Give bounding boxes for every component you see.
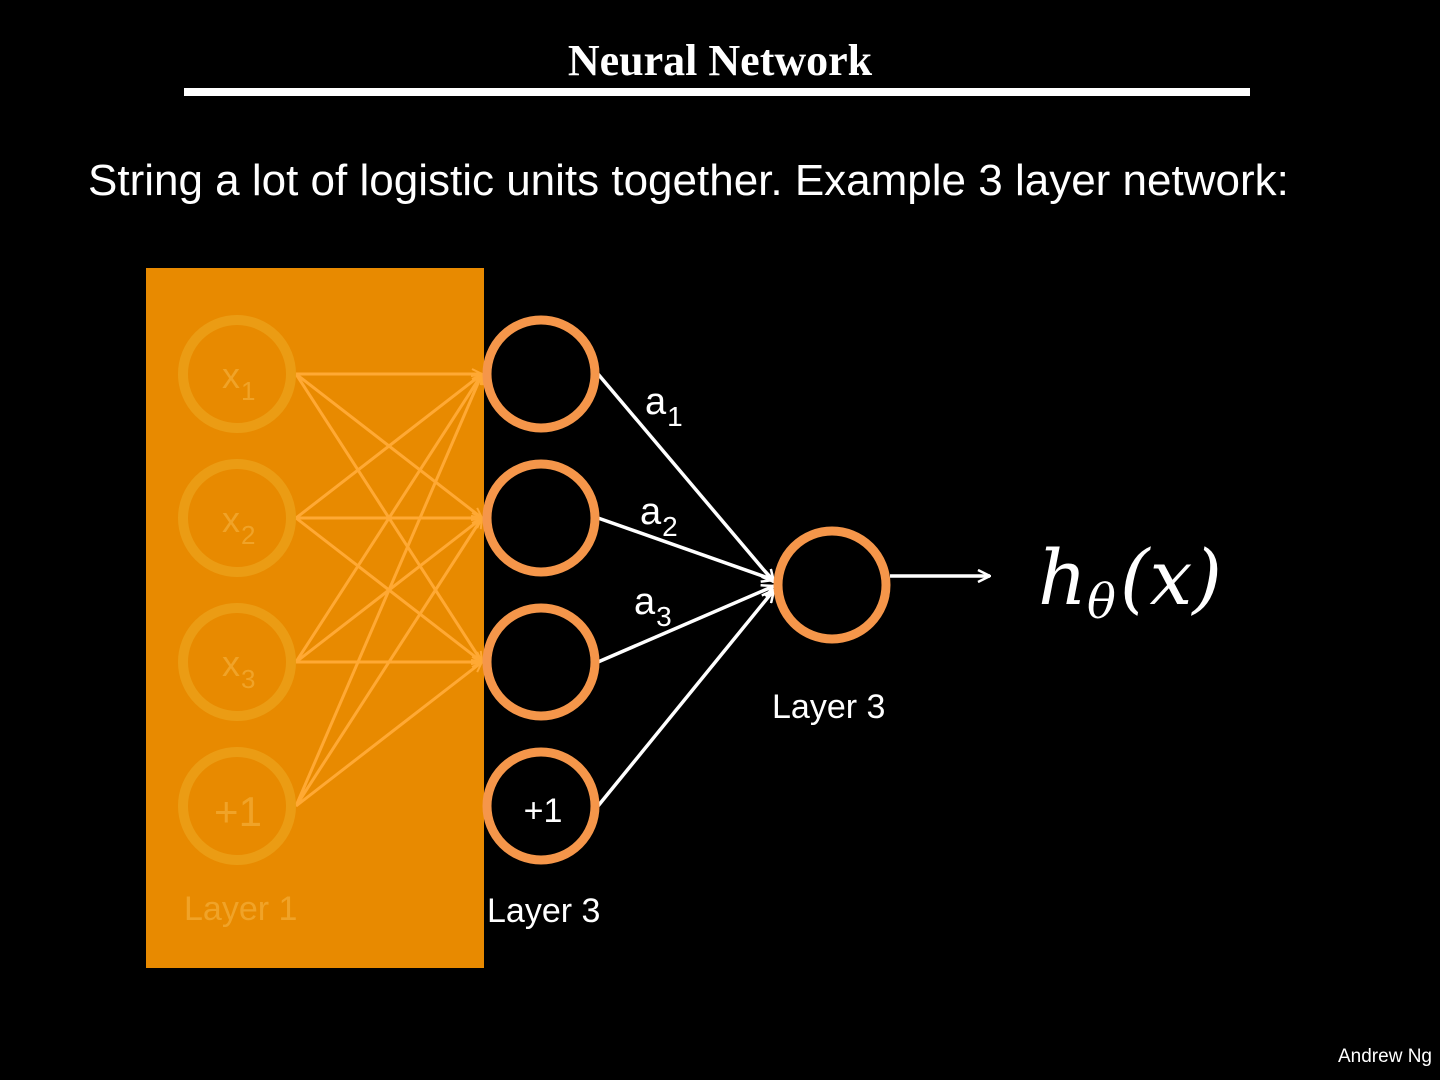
input-label-x1: x1 (222, 355, 255, 406)
author-footer: Andrew Ng (1338, 1046, 1432, 1067)
activation-label-a1: a1 (645, 381, 683, 432)
edge-h1-out (596, 372, 774, 582)
input-hidden-connections (294, 374, 484, 808)
hidden-output-connections (596, 372, 990, 808)
output-node (773, 526, 891, 644)
input-layer (178, 315, 296, 865)
input-node-labels: x1 x2 x3 +1 (214, 355, 262, 835)
hidden-bias-label: +1 (524, 792, 563, 830)
edge-x3-h1 (294, 374, 484, 663)
activation-labels: a1 a2 a3 (634, 381, 683, 632)
input-node-x1 (178, 315, 296, 433)
hypothesis-label: hθ(x) (1038, 533, 1222, 630)
hidden-layer (482, 315, 600, 865)
input-label-bias: +1 (214, 788, 262, 835)
input-label-x2: x2 (222, 499, 255, 550)
edge-hbias-out (596, 590, 774, 808)
edge-x2-h1 (295, 374, 482, 520)
title-underline (184, 88, 1250, 96)
slide-title: Neural Network (567, 36, 873, 85)
input-node-bias (178, 747, 296, 865)
edge-bias-h3 (295, 662, 482, 808)
input-node-x2 (178, 459, 296, 577)
input-label-x3: x3 (222, 643, 255, 694)
hidden-node-bias (482, 747, 600, 865)
edge-bias-h1 (294, 374, 482, 807)
hidden-node-1 (482, 315, 600, 433)
output-layer-label: Layer 3 (772, 688, 885, 726)
activation-label-a3: a3 (634, 581, 672, 632)
edge-h3-out (597, 586, 774, 664)
hidden-node-2 (482, 459, 600, 577)
edge-bias-h2 (294, 518, 484, 807)
input-node-x3 (178, 603, 296, 721)
hidden-layer-label: Layer 3 (487, 892, 600, 930)
layer1-label: Layer 1 (184, 890, 297, 928)
hidden-node-3 (482, 603, 600, 721)
edge-h2-out (597, 516, 774, 580)
activation-label-a2: a2 (640, 491, 678, 542)
slide-body-text: String a lot of logistic units together.… (88, 156, 1289, 205)
